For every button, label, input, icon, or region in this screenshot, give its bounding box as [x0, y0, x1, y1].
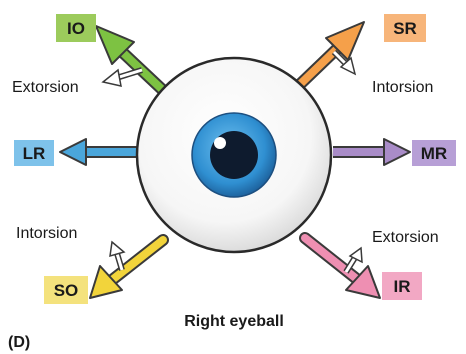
pupil-highlight	[214, 137, 226, 149]
sr-rotation-label: Intorsion	[372, 79, 433, 96]
so-rotation-label: Intorsion	[16, 225, 77, 242]
sr-label: SR	[393, 19, 417, 38]
lr-label-box: LR	[14, 140, 54, 166]
io-label-box: IO	[56, 14, 96, 42]
ir-label: IR	[394, 277, 411, 296]
sr-label-box: SR	[384, 14, 426, 42]
io-label: IO	[67, 19, 85, 38]
io-rotation-label: Extorsion	[12, 79, 79, 96]
lr-arrow	[59, 138, 137, 166]
mr-arrow	[333, 138, 411, 166]
ir-arrow	[299, 232, 381, 299]
io-arrow	[95, 25, 174, 101]
mr-label: MR	[421, 144, 447, 163]
eyeball-caption: Right eyeball	[184, 313, 284, 330]
so-label-box: SO	[44, 276, 88, 304]
sr-arrow	[286, 21, 365, 98]
mr-label-box: MR	[412, 140, 456, 166]
lr-label: LR	[23, 144, 46, 163]
eyeball	[135, 56, 333, 254]
panel-label: (D)	[8, 334, 30, 351]
so-arrow	[89, 234, 169, 299]
ir-label-box: IR	[382, 272, 422, 300]
ir-rotation-label: Extorsion	[372, 229, 439, 246]
so-label: SO	[54, 281, 79, 300]
